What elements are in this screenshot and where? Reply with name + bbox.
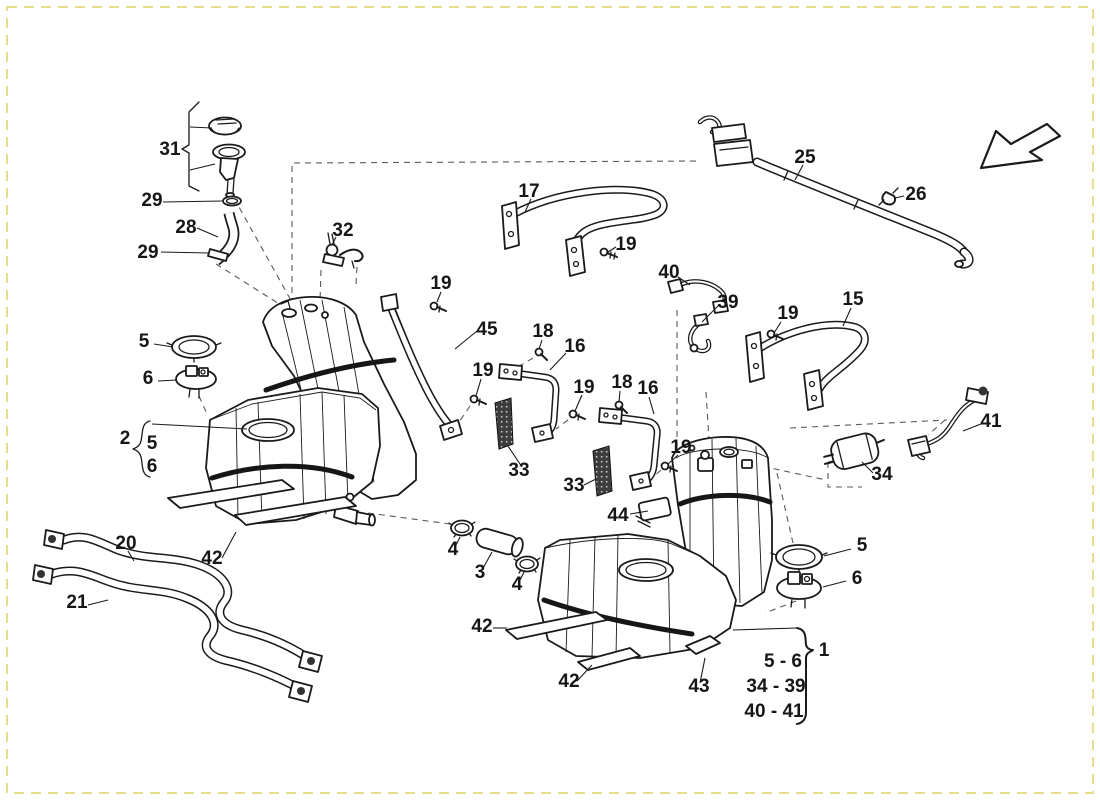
callout-19: 19 [472, 360, 493, 381]
callout-4: 4 [448, 539, 459, 560]
callout-19: 19 [573, 377, 594, 398]
filler-flange-pump [212, 143, 246, 198]
filler-gasket [222, 195, 242, 207]
brace-group-2 [132, 420, 151, 478]
callout-17: 17 [518, 181, 539, 202]
callout-16: 16 [564, 336, 585, 357]
callout-19: 19 [777, 303, 798, 324]
callout-20: 20 [115, 533, 136, 554]
hose-clamp [207, 248, 229, 262]
callout-41: 41 [980, 411, 1002, 432]
callout-44: 44 [607, 505, 629, 526]
bolt-19-strap45 [429, 301, 447, 313]
direction-arrow-icon [979, 122, 1062, 170]
callout-42: 42 [201, 548, 222, 569]
callout-32: 32 [332, 220, 353, 241]
callout-21: 21 [66, 592, 88, 613]
callout-19: 19 [670, 437, 691, 458]
callout-leader-lines [87, 126, 982, 684]
callout-45: 45 [476, 319, 498, 340]
pump-flange-6-left [175, 365, 217, 399]
tank-strap-17 [501, 185, 668, 277]
callout-5: 5 [857, 535, 868, 556]
fuel-line-20 [43, 529, 323, 673]
tank-strap-15 [745, 320, 869, 411]
callout-19: 19 [430, 273, 451, 294]
bolt-19-strap17 [599, 247, 618, 260]
support-bracket-16-right [598, 407, 661, 491]
callout-6: 6 [852, 568, 863, 589]
right-tank-skid-rails [505, 611, 721, 671]
callout-26: 26 [905, 184, 926, 205]
callout-29: 29 [141, 190, 162, 211]
callout-15: 15 [842, 289, 864, 310]
callout-25: 25 [794, 147, 816, 168]
support-bracket-16-left [498, 363, 560, 443]
seal-ring-4-left [448, 519, 476, 538]
callout-5-6: 5 - 6 [764, 651, 802, 672]
bolt-19-strap15 [766, 329, 784, 341]
fuel-hose-41 [907, 386, 989, 461]
callout-4: 4 [512, 574, 523, 595]
wiring-harness-40 [667, 278, 729, 314]
bolt-19-bracket-left [469, 394, 487, 406]
callout-42: 42 [471, 616, 492, 637]
callout-28: 28 [175, 217, 196, 238]
fuel-line-21 [32, 564, 313, 703]
pump-flange-6-right [776, 571, 822, 609]
callout-6: 6 [143, 368, 154, 389]
wiring-harness-39 [687, 313, 712, 354]
callout-6: 6 [147, 456, 158, 477]
fuel-cap [208, 116, 242, 136]
callout-33: 33 [508, 460, 529, 481]
callout-40-41: 40 - 41 [744, 701, 804, 722]
connector-tube-3 [475, 527, 524, 558]
callout-18: 18 [611, 372, 632, 393]
callout-5: 5 [147, 433, 158, 454]
callout-3: 3 [475, 562, 486, 583]
callout-16: 16 [637, 378, 658, 399]
brace-group-31 [181, 101, 200, 192]
left-tank-skid-rails [167, 479, 357, 526]
vent-line-25 [697, 115, 974, 269]
callout-40: 40 [658, 262, 679, 283]
assembly-dashed-lines [198, 160, 948, 614]
callout-29: 29 [137, 242, 158, 263]
fuel-filter-34 [823, 432, 885, 470]
page-border [6, 6, 1094, 794]
callout-18: 18 [532, 321, 553, 342]
anti-squeak-pad-33-left [494, 397, 514, 450]
line-clip-26 [878, 187, 899, 206]
bolt-19-bracket-mid [568, 409, 586, 421]
callout-1: 1 [819, 640, 830, 661]
callout-43: 43 [688, 676, 709, 697]
anti-squeak-pad-33-right [592, 445, 613, 497]
lock-ring-5-left [166, 335, 222, 363]
right-fuel-tank [537, 436, 773, 659]
bolt-19-bracket-right [660, 461, 678, 473]
callout-34: 34 [871, 464, 893, 485]
callout-39: 39 [717, 292, 738, 313]
callout-31: 31 [159, 139, 181, 160]
callout-33: 33 [563, 475, 584, 496]
callout-19: 19 [615, 234, 636, 255]
seal-ring-4-right [513, 555, 541, 574]
bolt-18-left [534, 347, 548, 361]
callout-2: 2 [120, 428, 131, 449]
callout-42: 42 [558, 671, 579, 692]
callout-34-39: 34 - 39 [746, 676, 805, 697]
tank-strap-45 [380, 293, 463, 441]
callout-5: 5 [139, 331, 150, 352]
lock-ring-5-right [770, 544, 828, 574]
brace-group-1 [796, 627, 814, 725]
